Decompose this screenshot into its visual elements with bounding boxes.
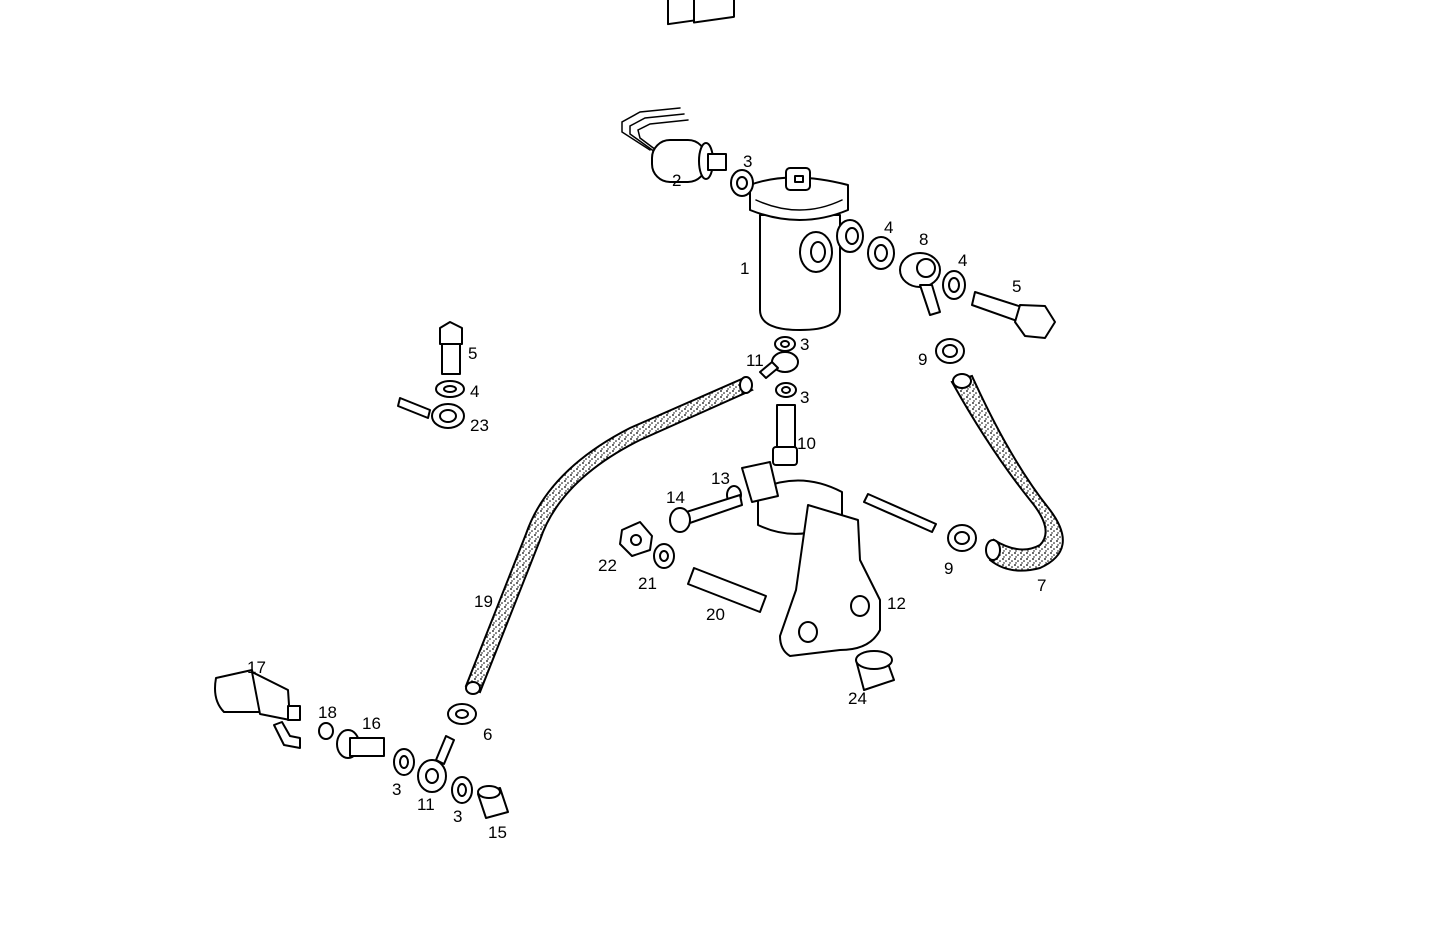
part-19-hose-long <box>464 376 754 695</box>
callout-14: 14 <box>666 488 685 507</box>
part-18-seal <box>318 722 334 740</box>
callout-11-bottom: 11 <box>417 795 435 814</box>
part-3-washer-top <box>730 169 754 197</box>
part-8-banjo-fitting <box>899 252 941 316</box>
part-16-plug-screw <box>336 729 385 759</box>
callout-2: 2 <box>672 171 681 190</box>
part-3-washer-bottom-b <box>451 776 473 804</box>
part-21-washer <box>653 543 675 569</box>
part-11-banjo-bottom <box>417 735 455 793</box>
callout-8: 8 <box>919 230 928 249</box>
callout-3-bottom-a: 3 <box>392 780 401 799</box>
callout-5-right: 5 <box>1012 277 1021 296</box>
callout-21: 21 <box>638 574 657 593</box>
callout-17: 17 <box>247 658 266 677</box>
callout-3-mid-a: 3 <box>800 335 809 354</box>
part-3-washer-mid-a <box>774 336 796 352</box>
callout-3-bottom-b: 3 <box>453 807 462 826</box>
callout-12: 12 <box>887 594 906 613</box>
callout-23: 23 <box>470 416 489 435</box>
part-17-glow-plug <box>214 669 301 749</box>
part-20-stud <box>687 567 767 613</box>
callout-22: 22 <box>598 556 617 575</box>
part-4-washer-far-right <box>942 270 966 300</box>
callout-15: 15 <box>488 823 507 842</box>
callout-24: 24 <box>848 689 867 708</box>
part-23-banjo-left <box>397 397 465 429</box>
part-3-washer-mid-b <box>775 382 797 398</box>
callout-4-far-right: 4 <box>958 251 967 270</box>
part-2-water-sensor <box>621 0 735 183</box>
callout-1: 1 <box>740 259 749 278</box>
callout-6: 6 <box>483 725 492 744</box>
part-15-cap-nut <box>477 785 509 819</box>
part-4-washer-right <box>867 236 895 270</box>
part-9-hose-clamp-lower <box>947 524 977 552</box>
part-5-bolt-right <box>971 291 1056 339</box>
part-1-fuel-filter <box>749 167 864 331</box>
callout-3-top: 3 <box>743 152 752 171</box>
callout-18: 18 <box>318 703 337 722</box>
part-14-bolt <box>669 494 743 533</box>
callout-16: 16 <box>362 714 381 733</box>
callout-20: 20 <box>706 605 725 624</box>
part-4-washer-left <box>435 380 465 398</box>
callout-10: 10 <box>797 434 816 453</box>
part-5-bolt-left <box>439 321 463 375</box>
callout-labels: 1 2 3 3 3 3 3 4 4 4 5 5 6 7 8 9 9 10 11 … <box>247 152 1046 842</box>
part-12-bracket <box>741 461 881 657</box>
part-22-nut <box>619 521 653 557</box>
callout-4-right: 4 <box>884 218 893 237</box>
pin <box>863 493 937 533</box>
callout-5-left: 5 <box>468 344 477 363</box>
part-7-hose-curved <box>950 373 1064 572</box>
callout-7: 7 <box>1037 576 1046 595</box>
callout-4-left: 4 <box>470 382 479 401</box>
callout-9-lower: 9 <box>944 559 953 578</box>
callout-3-mid-b: 3 <box>800 388 809 407</box>
part-9-hose-clamp-top <box>935 338 965 364</box>
callout-9-top: 9 <box>918 350 927 369</box>
callout-13: 13 <box>711 469 730 488</box>
part-24-spacer <box>855 650 895 691</box>
callout-11-mid: 11 <box>746 351 764 370</box>
part-11-banjo-mid <box>759 351 799 379</box>
part-6-clip <box>447 703 477 725</box>
callout-19: 19 <box>474 592 493 611</box>
part-10-banjo-bolt <box>772 404 798 466</box>
part-3-washer-bottom-a <box>393 748 415 776</box>
